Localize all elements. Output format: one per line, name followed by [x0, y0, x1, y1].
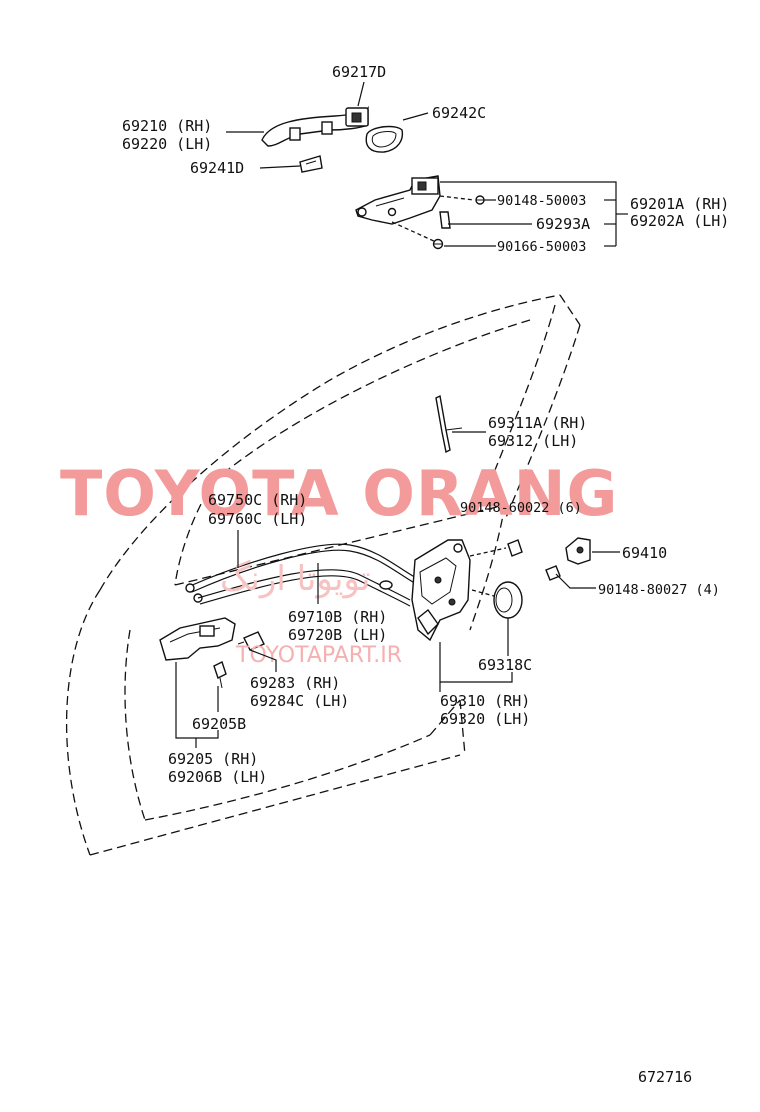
figure-number: 672716 [638, 1068, 692, 1086]
label-69310: 69310 (RH) [440, 692, 530, 710]
screw-69205B [213, 661, 227, 689]
watermark-site: TOYOTAPART.IR [235, 643, 402, 668]
lock-rod-69311A [435, 394, 463, 454]
label-69320: 69320 (LH) [440, 710, 530, 728]
label-69220: 69220 (LH) [122, 135, 212, 153]
screw-90166-50003 [391, 221, 444, 250]
label-69311A: 69311A (RH) [488, 414, 587, 432]
screw-90148-80027 [545, 565, 561, 581]
handle-frame-69201A [355, 175, 441, 225]
door-lock-assembly-69310 [411, 539, 471, 642]
label-69750C: 69750C (RH) [208, 491, 307, 509]
label-69217D: 69217D [332, 63, 386, 81]
cover-69318C [471, 581, 523, 619]
label-69205B: 69205B [192, 715, 246, 733]
screw-90148-60022 [469, 539, 523, 557]
label-69201A: 69201A (RH) [630, 195, 729, 213]
part-labels: 69217D 69210 (RH) 69220 (LH) 69242C 6924… [122, 63, 729, 1086]
label-90148-50003: 90148-50003 [497, 193, 586, 209]
label-69710B: 69710B (RH) [288, 608, 387, 626]
handle-pad-69242C [365, 125, 404, 153]
label-69206B: 69206B (LH) [168, 768, 267, 786]
door-outline [65, 294, 581, 856]
handle-pad-69241D [299, 155, 323, 173]
label-69312: 69312 (LH) [488, 432, 578, 450]
label-69210: 69210 (RH) [122, 117, 212, 135]
striker-69410 [565, 537, 591, 565]
screw-90148-50003 [439, 195, 485, 205]
label-69242C: 69242C [432, 104, 486, 122]
label-69293A: 69293A [536, 215, 590, 233]
watermark-script: تویوتا ارنگ [220, 559, 370, 599]
label-69720B: 69720B (LH) [288, 626, 387, 644]
label-90148-60022: 90148-60022 (6) [460, 500, 582, 516]
watermark-main: TOYOTA ORANG [60, 457, 618, 530]
label-69202A: 69202A (LH) [630, 212, 729, 230]
label-69410: 69410 [622, 544, 667, 562]
label-69205: 69205 (RH) [168, 750, 258, 768]
inside-door-handle-69205 [159, 617, 236, 661]
cable-69710B [197, 569, 411, 607]
outside-door-handle [261, 105, 369, 147]
label-69283: 69283 (RH) [250, 674, 340, 692]
clip-69293A [439, 211, 451, 229]
label-69241D: 69241D [190, 159, 244, 177]
watermarks: TOYOTA ORANG TOYOTAPART.IR تویوتا ارنگ [60, 457, 618, 668]
cover-69283 [237, 631, 265, 651]
label-69760C: 69760C (LH) [208, 510, 307, 528]
label-90148-80027: 90148-80027 (4) [598, 582, 720, 598]
label-69318C: 69318C [478, 656, 532, 674]
label-90166-50003: 90166-50003 [497, 239, 586, 255]
label-69284C: 69284C (LH) [250, 692, 349, 710]
leader-lines [175, 81, 628, 748]
